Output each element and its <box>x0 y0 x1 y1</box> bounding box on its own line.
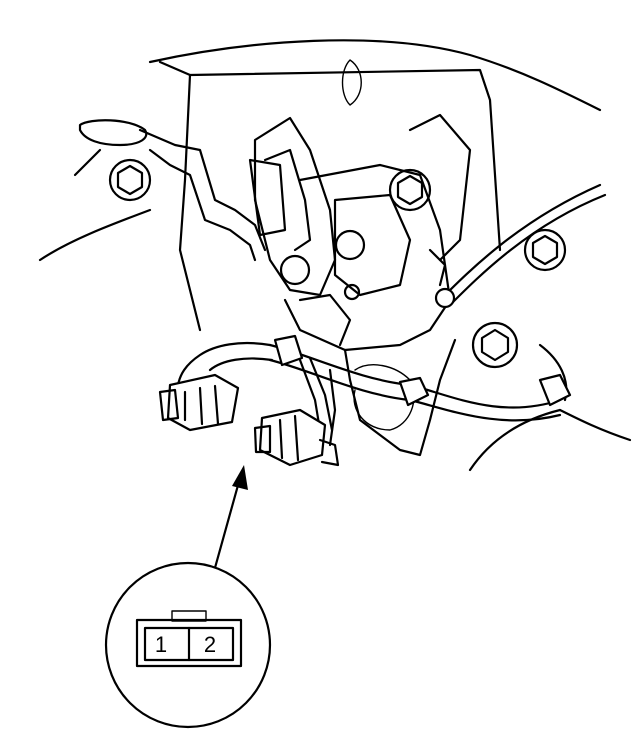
bolt-lower-right <box>471 321 519 369</box>
switch-connector <box>253 408 340 467</box>
leader-arrow <box>211 465 248 577</box>
pin-1-label: 1 <box>155 632 167 657</box>
bolt-upper-right <box>388 168 432 212</box>
connector-detail-callout <box>104 561 272 729</box>
door-panel <box>148 39 602 332</box>
harness-connector <box>158 373 240 432</box>
bolt-upper-left <box>108 158 152 202</box>
handle-rod <box>38 119 267 262</box>
latch-cables <box>176 183 632 472</box>
pin-2-label: 2 <box>204 632 216 657</box>
bolt-right <box>523 228 567 272</box>
